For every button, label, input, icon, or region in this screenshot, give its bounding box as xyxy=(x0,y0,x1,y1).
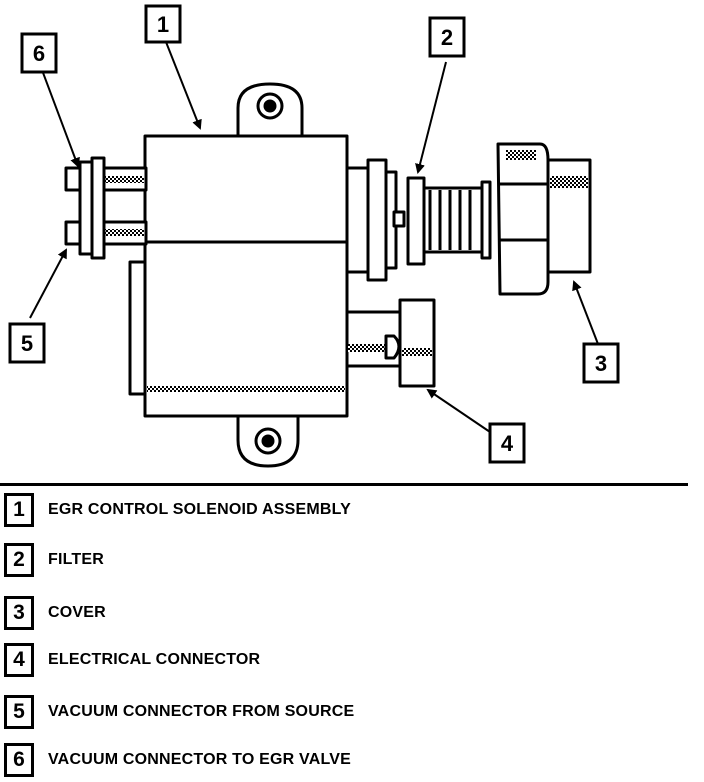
legend-number: 1 xyxy=(4,493,34,527)
legend-item-1: 1 EGR CONTROL SOLENOID ASSEMBLY xyxy=(4,490,351,530)
leader-1 xyxy=(165,41,202,130)
egr-solenoid-diagram: 1 2 3 4 5 6 xyxy=(8,4,620,468)
legend-label: VACUUM CONNECTOR FROM SOURCE xyxy=(48,703,355,720)
filter-collar xyxy=(345,158,406,282)
legend-item-2: 2 FILTER xyxy=(4,540,104,580)
callout-label: 4 xyxy=(501,431,514,456)
callout-4: 4 xyxy=(488,422,526,464)
vacuum-connectors xyxy=(64,156,148,260)
leader-3 xyxy=(572,280,599,345)
legend-item-4: 4 ELECTRICAL CONNECTOR xyxy=(4,640,260,680)
callout-label: 6 xyxy=(33,41,45,66)
legend-divider xyxy=(0,483,688,486)
legend-item-6: 6 VACUUM CONNECTOR TO EGR VALVE xyxy=(4,740,351,780)
legend-label: COVER xyxy=(48,604,106,621)
callout-label: 1 xyxy=(157,12,169,37)
solenoid-body xyxy=(128,134,349,418)
legend-number: 3 xyxy=(4,596,34,630)
legend-label: EGR CONTROL SOLENOID ASSEMBLY xyxy=(48,501,352,518)
electrical-connector xyxy=(345,298,436,388)
filter xyxy=(406,176,492,266)
legend-label: FILTER xyxy=(48,551,105,568)
callout-2: 2 xyxy=(428,16,466,58)
legend-number: 6 xyxy=(4,743,34,777)
top-mounting-ear xyxy=(236,82,304,140)
bottom-mounting-ear xyxy=(236,408,300,468)
legend-item-5: 5 VACUUM CONNECTOR FROM SOURCE xyxy=(4,692,354,732)
legend-number: 2 xyxy=(4,543,34,577)
callout-5: 5 xyxy=(8,322,46,364)
callout-1: 1 xyxy=(144,4,182,44)
callout-label: 2 xyxy=(441,25,453,50)
cover xyxy=(496,142,592,296)
callout-label: 5 xyxy=(21,331,33,356)
legend-label: ELECTRICAL CONNECTOR xyxy=(48,651,261,668)
callout-6: 6 xyxy=(20,32,58,74)
leader-6 xyxy=(41,69,80,168)
callout-3: 3 xyxy=(582,342,620,384)
legend-label: VACUUM CONNECTOR TO EGR VALVE xyxy=(48,751,352,768)
leader-2 xyxy=(415,61,447,174)
legend-item-3: 3 COVER xyxy=(4,593,106,633)
legend-number: 5 xyxy=(4,695,34,729)
leader-5 xyxy=(29,248,67,319)
callout-label: 3 xyxy=(595,351,607,376)
legend-number: 4 xyxy=(4,643,34,677)
leader-4 xyxy=(426,388,491,433)
